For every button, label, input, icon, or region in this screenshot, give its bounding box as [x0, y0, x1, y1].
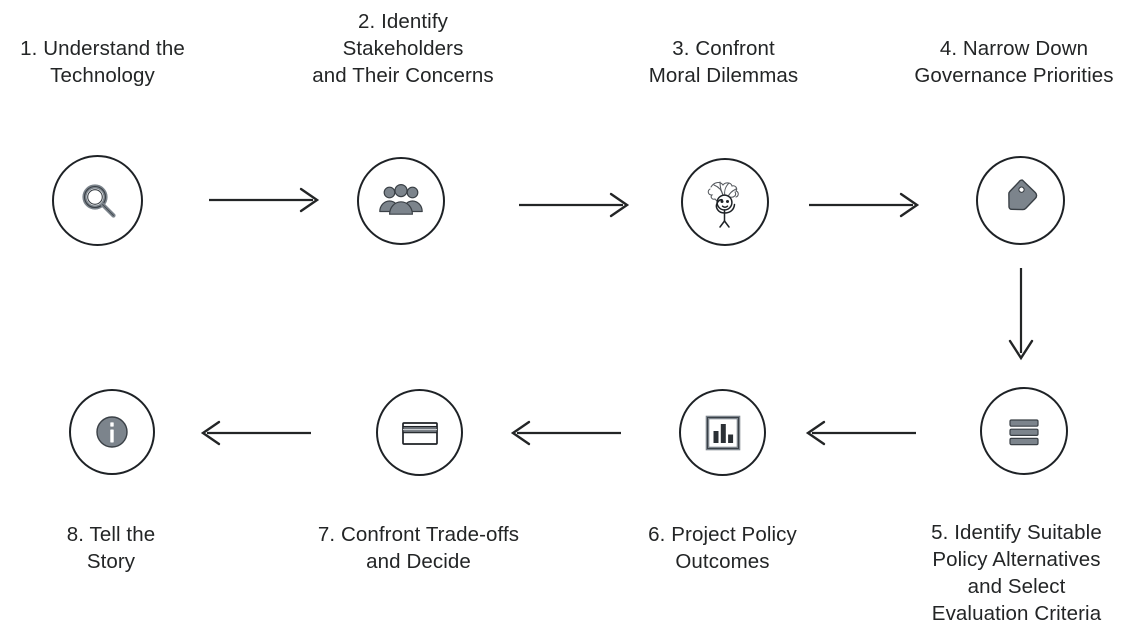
arrow-step7-to-step8	[195, 413, 315, 453]
arrow-step3-to-step4	[805, 185, 925, 225]
step6-label: 6. Project Policy Outcomes	[648, 523, 797, 573]
step8-node[interactable]	[69, 389, 155, 475]
step6-node[interactable]	[679, 389, 766, 476]
magnifier-icon	[74, 177, 122, 225]
step3-node[interactable]	[681, 158, 769, 246]
step1-node[interactable]	[52, 155, 143, 246]
list-bars-icon	[1002, 409, 1046, 453]
card-icon	[396, 409, 444, 457]
step1-label: 1. Understand the Technology	[20, 37, 185, 87]
step8-label: 8. Tell the Story	[66, 523, 156, 573]
step5-node[interactable]	[980, 387, 1068, 475]
arrow-step2-to-step3	[515, 185, 635, 225]
step4-node[interactable]	[976, 156, 1065, 245]
people-group-icon	[378, 178, 424, 224]
step7-node[interactable]	[376, 389, 463, 476]
step5-label: 5. Identify Suitable Policy Alternatives…	[931, 521, 1102, 625]
confused-person-icon	[696, 173, 754, 231]
bar-chart-icon	[701, 411, 745, 455]
info-icon	[89, 409, 135, 455]
arrow-step6-to-step7	[505, 413, 625, 453]
arrow-step1-to-step2	[205, 180, 325, 220]
step7-label: 7. Confront Trade-offs and Decide	[317, 523, 520, 573]
arrow-step4-to-step5	[1000, 265, 1042, 365]
step3-label: 3. Confront Moral Dilemmas	[648, 37, 799, 87]
arrow-step5-to-step6	[800, 413, 920, 453]
step4-label: 4. Narrow Down Governance Priorities	[914, 37, 1114, 87]
tag-icon	[995, 175, 1047, 227]
step2-node[interactable]	[357, 157, 445, 245]
step2-label: 2. Identify Stakeholders and Their Conce…	[312, 10, 494, 87]
